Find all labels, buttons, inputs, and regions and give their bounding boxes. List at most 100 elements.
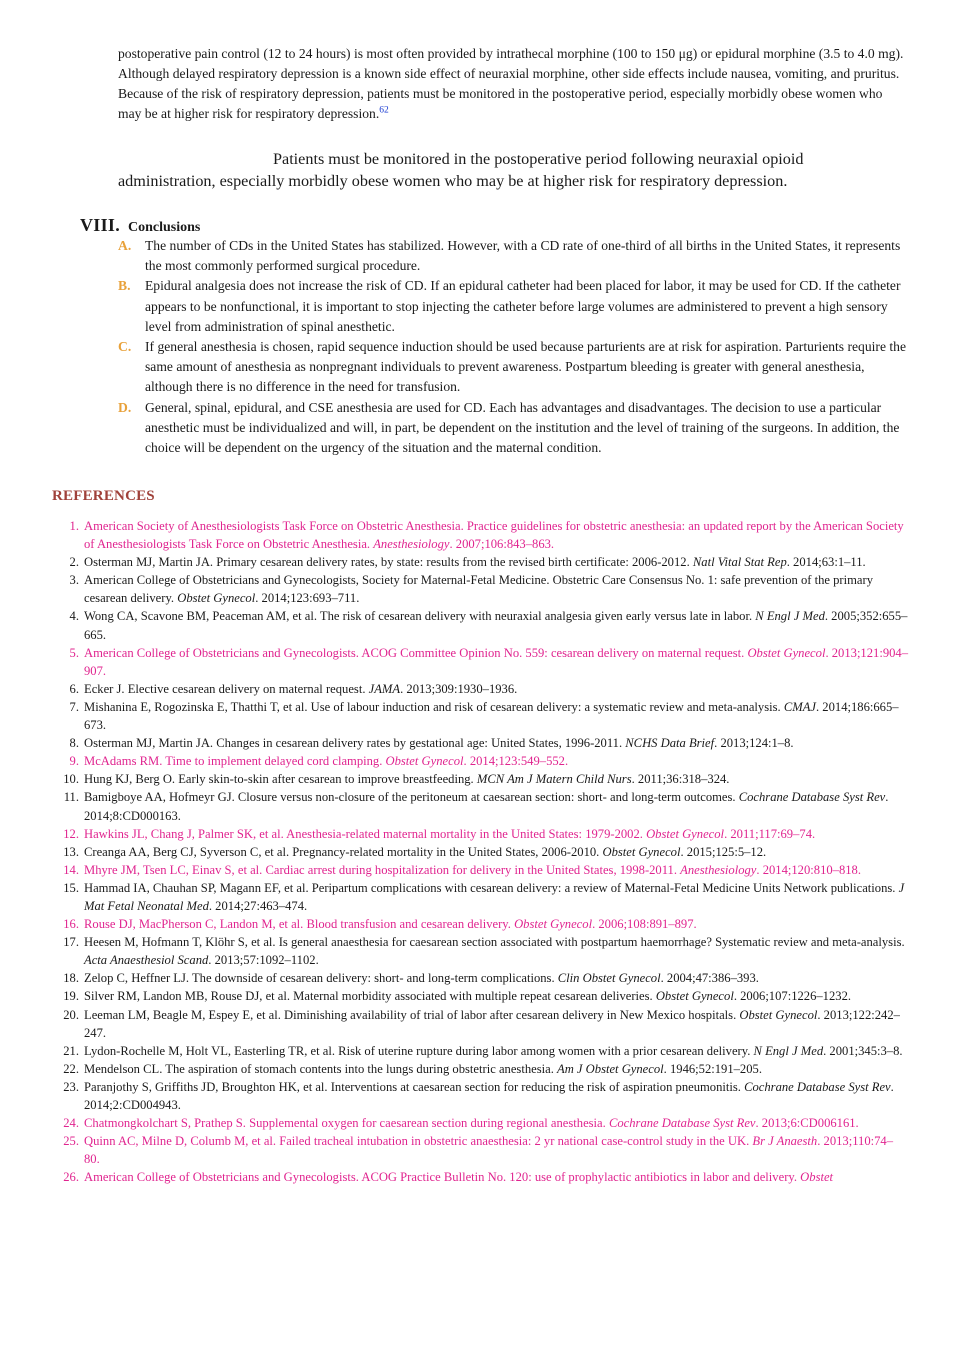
section-title: Conclusions (128, 220, 201, 235)
reference-details: . 2014;186:665–673. (84, 699, 899, 733)
reference-number: 22. (63, 1061, 79, 1076)
reference-text: American College of Obstetricians and Gy… (84, 645, 748, 660)
reference-item: 7. Mishanina E, Rogozinska E, Thatthi T, … (60, 698, 908, 734)
reference-details: . 2006;107:1226–1232. (733, 989, 852, 1004)
reference-details: . 2014;123:693–711. (255, 591, 360, 606)
reference-item[interactable]: 5.American College of Obstetricians and … (60, 644, 908, 680)
references-heading: REFERENCES (52, 488, 155, 504)
reference-journal: NCHS Data Brief (625, 736, 715, 751)
reference-item[interactable]: 1.American Society of Anesthesiologists … (60, 517, 908, 553)
reference-text: Hawkins JL, Chang J, Palmer SK, et al. A… (84, 826, 647, 841)
reference-item[interactable]: 9.McAdams RM. Time to implement delayed … (60, 752, 908, 770)
reference-item: 2.Osterman MJ, Martin JA. Primary cesare… (60, 553, 908, 571)
reference-item: 20.Leeman LM, Beagle M, Espey E, et al. … (60, 1006, 908, 1042)
reference-number: 26. (63, 1170, 79, 1185)
reference-text: Ecker J. Elective cesarean delivery on m… (84, 681, 369, 696)
reference-details: . 2013;6:CD006161. (755, 1116, 859, 1131)
reference-item[interactable]: 24.Chatmongkolchart S, Prathep S. Supple… (60, 1114, 908, 1132)
reference-details: . 2015;125:5–12. (680, 844, 767, 859)
reference-number: 2. (69, 555, 79, 570)
reference-item: 11. Bamigboye AA, Hofmeyr GJ. Closure ver… (60, 788, 908, 824)
reference-item: 8.Osterman MJ, Martin JA. Changes in ces… (60, 734, 908, 752)
reference-text: American College of Obstetricians and Gy… (84, 573, 873, 606)
reference-text: Bamigboye AA, Hofmeyr GJ. Closure versus… (84, 790, 739, 805)
reference-item[interactable]: 12.Hawkins JL, Chang J, Palmer SK, et al… (60, 825, 908, 843)
reference-number: 21. (63, 1043, 79, 1058)
reference-item: 22.Mendelson CL. The aspiration of stoma… (60, 1060, 908, 1078)
reference-details: . 2013;309:1930–1936. (400, 681, 518, 696)
conclusion-item: B. Epidural analgesia does not increase … (118, 276, 908, 337)
conclusion-item: C. If general anesthesia is chosen, rapi… (118, 337, 908, 398)
reference-item[interactable]: 14. Mhyre JM, Tsen LC, Einav S, et al. Ca… (60, 861, 908, 879)
reference-number: 1. (69, 519, 79, 533)
conclusion-text: If general anesthesia is chosen, rapid s… (145, 339, 906, 395)
reference-item: 23.Paranjothy S, Griffiths JD, Broughton… (60, 1078, 908, 1114)
reference-journal: Anesthesiology (680, 862, 757, 877)
reference-details: . 1946;52:191–205. (663, 1061, 762, 1076)
reference-journal: Obstet Gynecol (514, 917, 593, 932)
reference-item: 3.American College of Obstetricians and … (60, 571, 908, 607)
conclusion-text: General, spinal, epidural, and CSE anest… (145, 399, 900, 456)
reference-number: 8. (69, 736, 79, 751)
pull-quote-line-2: administration, especially morbidly obes… (118, 172, 788, 190)
conclusion-letter: D. (118, 399, 132, 415)
reference-journal: Cochrane Database Syst Rev (738, 790, 886, 805)
reference-details: . 2013;57:1092–1102. (208, 953, 319, 968)
conclusion-item: D. General, spinal, epidural, and CSE an… (118, 398, 908, 459)
reference-details: . 2006;108:891–897. (592, 917, 697, 932)
reference-number: 23. (63, 1079, 79, 1094)
conclusion-text: The number of CDs in the United States h… (145, 238, 901, 274)
reference-item: 13.Creanga AA, Berg CJ, Syverson C, et a… (60, 843, 908, 861)
reference-text: Mishanina E, Rogozinska E, Thatthi T, et… (84, 699, 784, 714)
reference-item: 19.Silver RM, Landon MB, Rouse DJ, et al… (60, 987, 908, 1005)
reference-item: 18.Zelop C, Heffner LJ. The downside of … (60, 969, 908, 987)
reference-details: . 2013;122:242–247. (84, 1007, 900, 1040)
reference-journal: Clin Obstet Gynecol (557, 971, 661, 986)
section-heading: VIII. Conclusions (80, 215, 200, 236)
reference-journal: N Engl J Med (755, 609, 825, 624)
reference-text: American College of Obstetricians and Gy… (84, 1170, 801, 1185)
reference-number: 18. (63, 971, 79, 986)
reference-details: . 2014;8:CD000163. (84, 790, 889, 823)
conclusion-letter: A. (118, 238, 132, 253)
reference-journal: Br J Anaesth (752, 1134, 818, 1149)
reference-details: . 2013;110:74–80. (84, 1134, 894, 1167)
conclusion-item: A. The number of CDs in the United State… (118, 236, 908, 276)
reference-text: Hung KJ, Berg O. Early skin-to-skin afte… (84, 772, 477, 787)
reference-text: McAdams RM. Time to implement delayed co… (84, 754, 386, 769)
reference-details: . 2014;120:810–818. (756, 862, 862, 877)
reference-text: Mhyre JM, Tsen LC, Einav S, et al. Cardi… (84, 862, 681, 877)
reference-item[interactable]: 26. American College of Obstetricians and… (60, 1168, 908, 1186)
reference-details: . 2014;63:1–11. (786, 555, 866, 570)
reference-journal: JAMA (368, 681, 401, 696)
reference-text: Lydon-Rochelle M, Holt VL, Easterling TR… (84, 1043, 754, 1058)
reference-details: . 2011;36:318–324. (631, 772, 730, 787)
reference-journal: Cochrane Database Syst Rev (744, 1079, 891, 1094)
reference-number: 11. (63, 790, 79, 805)
reference-text: Silver RM, Landon MB, Rouse DJ, et al. M… (84, 989, 656, 1004)
reference-journal: Obstet Gynecol (646, 826, 725, 841)
reference-text: Wong CA, Scavone BM, Peaceman AM, et al.… (84, 609, 756, 624)
reference-details: . 2005;352:655–665. (84, 609, 908, 642)
reference-journal: Obstet Gynecol (747, 645, 826, 660)
intro-text: postoperative pain control (12 to 24 hou… (118, 46, 904, 121)
reference-journal: J Mat Fetal Neonatal Med (84, 880, 905, 913)
reference-item[interactable]: 16.Rouse DJ, MacPherson C, Landon M, et … (60, 915, 908, 933)
reference-number: 7. (69, 699, 79, 714)
reference-number: 13. (63, 844, 79, 859)
citation-link[interactable]: 62 (379, 105, 389, 116)
reference-journal: Obstet Gynecol (385, 754, 464, 769)
reference-text: Chatmongkolchart S, Prathep S. Supplemen… (84, 1116, 609, 1131)
reference-item: 15.Hammad IA, Chauhan SP, Magann EF, et … (60, 879, 908, 915)
conclusion-text: Epidural analgesia does not increase the… (145, 278, 901, 334)
reference-number: 14. (63, 862, 79, 877)
reference-journal: Obstet Gynecol (655, 989, 734, 1004)
reference-details: . 2014;2:CD004943. (84, 1079, 894, 1112)
reference-item[interactable]: 25.Quinn AC, Milne D, Columb M, et al. F… (60, 1132, 908, 1168)
pull-quote-line-1: Patients must be monitored in the postop… (273, 150, 804, 168)
reference-journal: Natl Vital Stat Rep (692, 555, 787, 570)
reference-journal: Cochrane Database Syst Rev (608, 1116, 756, 1131)
reference-details: . 2014;27:463–474. (208, 898, 308, 913)
reference-text: Leeman LM, Beagle M, Espey E, et al. Dim… (84, 1007, 740, 1022)
